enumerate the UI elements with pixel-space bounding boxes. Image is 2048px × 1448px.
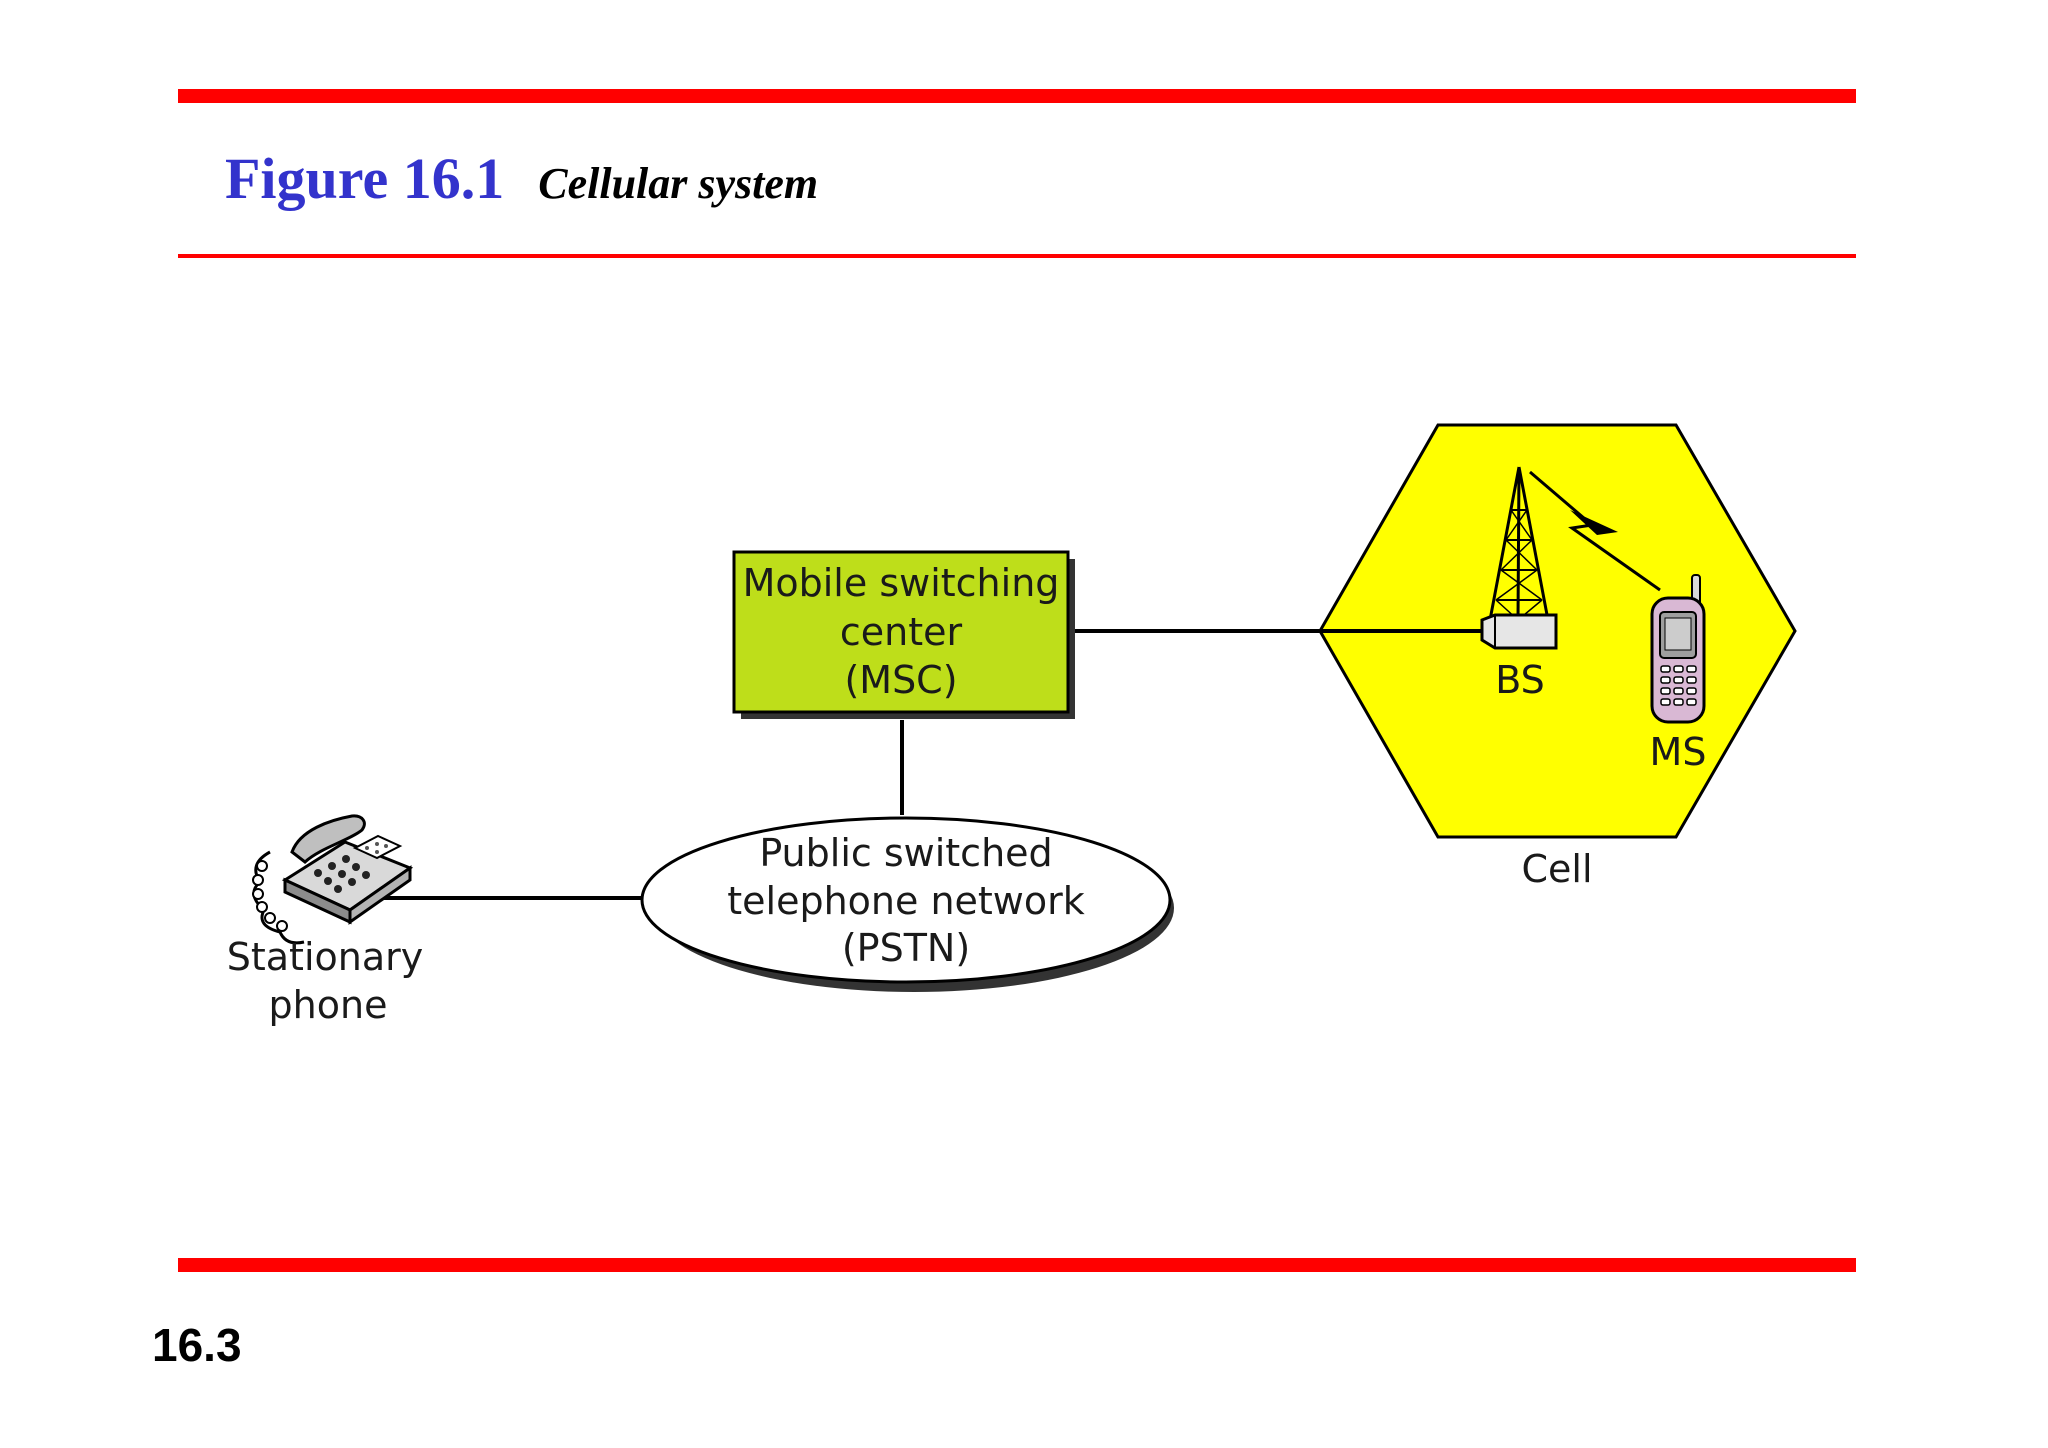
figure-number: Figure 16.1 (225, 146, 505, 211)
msc-label-line2: center (840, 610, 963, 654)
msc-rect (732, 550, 1070, 714)
figure-caption: Cellular system (538, 159, 819, 208)
bs-label: BS (1495, 658, 1545, 702)
title-underline-rule (178, 254, 1856, 258)
pstn-ellipse: Public switched telephone network (PSTN) (640, 816, 1174, 992)
cell-label: Cell (1521, 847, 1592, 891)
page-number: 16.3 (152, 1319, 242, 1371)
pstn-shape (640, 816, 1172, 984)
stationary-phone-label-line2: phone (269, 983, 388, 1027)
msc-box: Mobile switching center (MSC) (732, 550, 1075, 719)
pstn-label-line3: (PSTN) (842, 926, 970, 970)
figure-title: Figure 16.1 Cellular system (225, 150, 818, 208)
base-station-tower-icon (1480, 466, 1558, 650)
bottom-rule (178, 1258, 1856, 1272)
stationary-phone-label-line1: Stationary (227, 935, 424, 979)
pstn-label-line2: telephone network (727, 879, 1085, 923)
radio-link-icon (1529, 470, 1661, 592)
msc-label-line1: Mobile switching (743, 561, 1060, 605)
ms-label: MS (1650, 730, 1707, 774)
mobile-phone-icon (1650, 574, 1706, 724)
stationary-phone-icon (252, 814, 414, 945)
msc-label-line3: (MSC) (844, 658, 957, 702)
top-rule (178, 89, 1856, 103)
pstn-label-line1: Public switched (759, 831, 1052, 875)
